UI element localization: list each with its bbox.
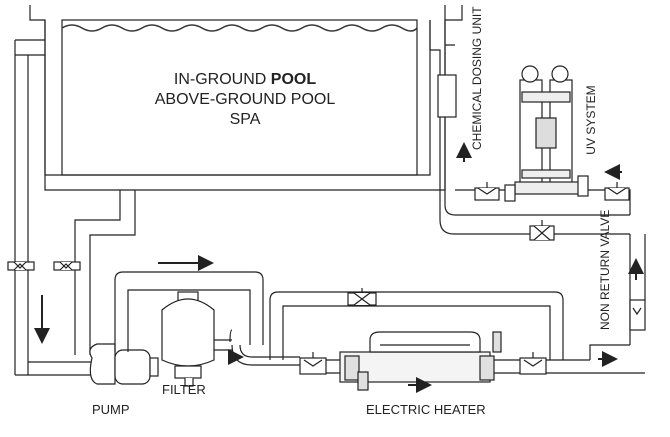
pool-title-line3: SPA [229,111,261,128]
bypass-valve [347,288,377,306]
electric-heater-label: ELECTRIC HEATER [366,402,486,417]
flow-arrows [34,142,644,393]
pool-line1-bold: POOL [270,71,317,88]
uv-line-valves [474,182,630,241]
electric-heater-unit [339,331,502,391]
suction-pipe [74,190,136,355]
filter-label: FILTER [162,382,206,397]
heater-line-valves [299,352,547,375]
water-surface [61,24,418,32]
chemical-dosing-box [437,74,457,118]
left-valves [7,261,81,271]
uv-system-unit [504,65,589,202]
pool-title-line1: IN-GROUND POOL [130,70,360,90]
pool-basin [29,5,463,191]
non-return-valve-label: NON RETURN VALVE [598,209,612,330]
chemical-dosing-label: CHEMICAL DOSING UNIT [470,6,484,150]
pool-line1-prefix: IN-GROUND [173,71,271,88]
pool-title-line2: ABOVE-GROUND POOL [154,91,336,108]
pump-unit [89,343,159,385]
pump-label: PUMP [92,402,130,417]
sand-filter [161,291,232,387]
non-return-valve-body [629,299,646,331]
left-return-pipe [14,39,95,376]
heater-bypass-pipe [269,291,564,360]
uv-system-label: UV SYSTEM [584,85,598,155]
